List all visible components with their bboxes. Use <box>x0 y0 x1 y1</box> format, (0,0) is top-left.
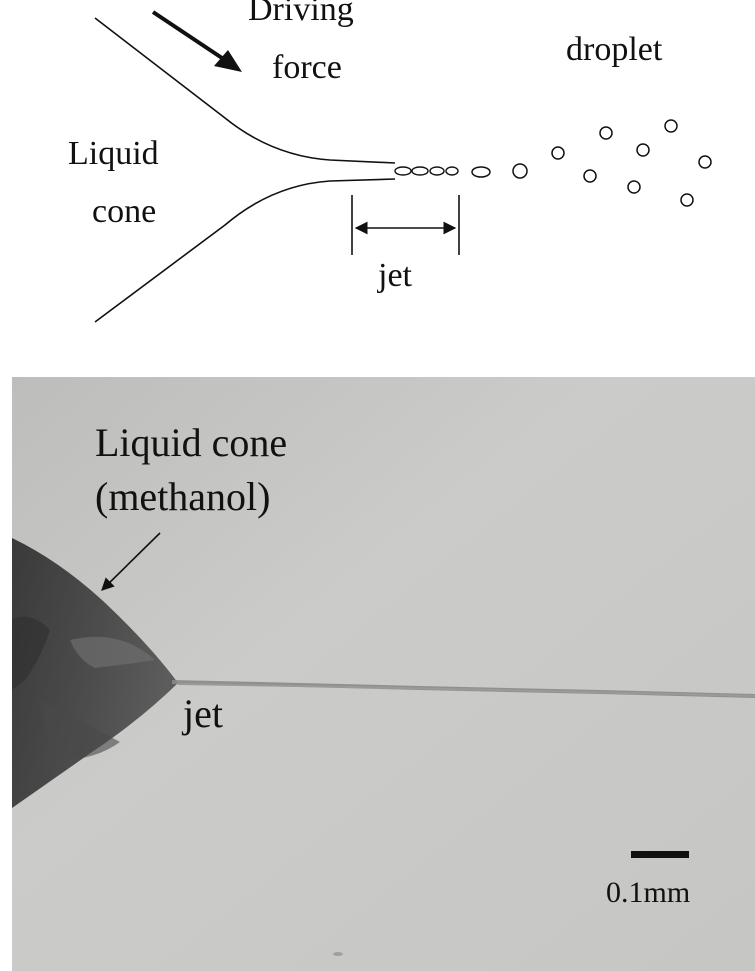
schematic-diagram: Driving force droplet Liquid cone <box>68 0 712 323</box>
photo-cone-label-line1: Liquid cone <box>95 420 287 465</box>
droplet <box>551 146 565 160</box>
droplet <box>471 166 491 178</box>
micrograph: Liquid cone (methanol) jet 0.1mm <box>12 377 755 971</box>
liquid-cone-label-line1: Liquid <box>68 135 159 172</box>
droplet <box>664 119 678 133</box>
droplet <box>627 180 641 194</box>
jet-length-dimension <box>351 195 460 255</box>
droplet <box>512 163 528 179</box>
droplets <box>471 119 712 207</box>
cone-upper-outline <box>94 17 396 164</box>
driving-force-label-line2: force <box>272 49 342 86</box>
photo-jet-label: jet <box>181 691 223 736</box>
jet-filament <box>171 680 755 698</box>
cone-lower-outline <box>94 178 396 323</box>
cone-pointer-arrow <box>101 532 161 591</box>
droplet <box>698 155 712 169</box>
droplet <box>636 143 650 157</box>
photo-cone-label-line2: (methanol) <box>95 474 271 519</box>
driving-force-label-line1: Driving <box>248 0 354 28</box>
scale-bar <box>631 851 689 858</box>
droplet-label: droplet <box>566 31 663 68</box>
droplet <box>583 169 597 183</box>
liquid-cone-label-line2: cone <box>92 193 156 230</box>
droplet <box>599 126 613 140</box>
scale-bar-label: 0.1mm <box>606 876 690 909</box>
jet-ripples <box>394 166 459 176</box>
jet-label: jet <box>377 257 413 294</box>
driving-force-arrow <box>151 10 242 72</box>
droplet <box>680 193 694 207</box>
